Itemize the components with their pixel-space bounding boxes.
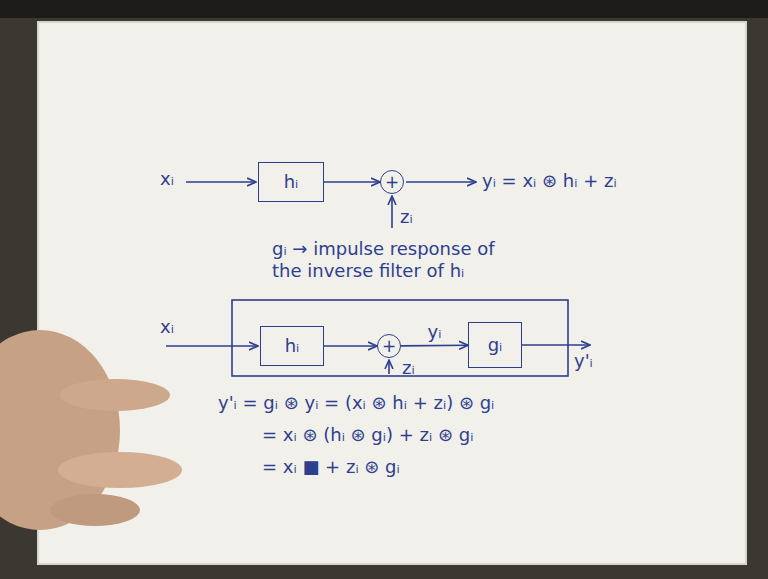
signal-name: zᵢ <box>400 206 413 228</box>
filter-box: hᵢ <box>258 162 324 202</box>
node-text: hᵢ <box>285 335 300 357</box>
output-arrow <box>406 181 476 183</box>
noise-arrow <box>391 196 393 228</box>
signal-name: xᵢ <box>160 316 174 338</box>
input-arrow <box>186 181 256 183</box>
signal-name: xᵢ <box>160 168 174 190</box>
hand <box>0 330 182 530</box>
system-enclosure <box>232 300 568 376</box>
noise-arrow <box>388 360 390 374</box>
paper-sheet <box>38 22 746 564</box>
output-arrow <box>522 344 590 346</box>
equation-text: yᵢ = xᵢ ⊛ hᵢ + zᵢ <box>482 170 617 192</box>
equation-text: = xᵢ ■ + zᵢ ⊛ gᵢ <box>262 456 400 478</box>
paper-edge <box>38 22 746 564</box>
signal-connector <box>401 344 468 346</box>
signal-name: yᵢ <box>428 321 442 343</box>
signal-connector <box>324 345 377 347</box>
equation-text: y'ᵢ = gᵢ ⊛ yᵢ = (xᵢ ⊛ hᵢ + zᵢ) ⊛ gᵢ <box>218 392 494 414</box>
dark-band <box>0 0 768 18</box>
input-arrow <box>166 345 258 347</box>
summing-junction: + <box>380 170 404 194</box>
summing-junction: + <box>377 334 401 358</box>
node-text: + <box>385 174 399 191</box>
filter-box: hᵢ <box>260 326 324 366</box>
signal-name: zᵢ <box>402 357 415 379</box>
note-text: gᵢ → impulse response of the inverse fil… <box>272 238 522 281</box>
node-text: hᵢ <box>284 171 299 193</box>
wires <box>166 182 590 376</box>
node-text: + <box>382 338 396 355</box>
signal-connector <box>324 181 380 183</box>
equation-text: = xᵢ ⊛ (hᵢ ⊛ gᵢ) + zᵢ ⊛ gᵢ <box>262 424 473 446</box>
filter-box: gᵢ <box>468 322 522 368</box>
signal-name: y'ᵢ <box>574 350 593 372</box>
node-text: gᵢ <box>488 334 503 356</box>
